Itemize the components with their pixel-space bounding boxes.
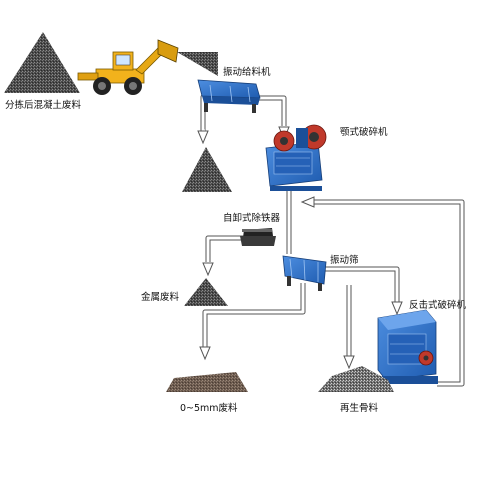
label-magnet: 自卸式除铁器 bbox=[223, 212, 281, 224]
wheel-loader-icon bbox=[77, 39, 179, 95]
metal-scrap-pile bbox=[184, 278, 228, 306]
label-metal: 金属废料 bbox=[141, 291, 180, 303]
label-source: 分拣后混凝土废料 bbox=[5, 99, 82, 111]
magnetic-separator-icon bbox=[240, 228, 276, 246]
vibrating-screen-icon bbox=[282, 255, 327, 291]
label-screen: 振动筛 bbox=[330, 254, 359, 266]
impact-crusher-icon bbox=[377, 309, 438, 384]
label-feeder: 振动给料机 bbox=[223, 66, 271, 78]
label-fines: 0~5mm废料 bbox=[180, 402, 238, 414]
feed-pile bbox=[177, 52, 218, 76]
recycled-aggregate-pile bbox=[318, 366, 394, 392]
source-pile bbox=[4, 32, 80, 93]
fines-pile bbox=[166, 372, 248, 392]
screened-soil-pile bbox=[182, 147, 232, 192]
jaw-crusher-icon bbox=[265, 124, 327, 191]
label-jaw-crusher: 颚式破碎机 bbox=[340, 126, 388, 138]
vibrating-feeder-icon bbox=[197, 79, 261, 113]
label-impact-crusher: 反击式破碎机 bbox=[409, 299, 467, 311]
label-recycled: 再生骨料 bbox=[340, 402, 379, 414]
